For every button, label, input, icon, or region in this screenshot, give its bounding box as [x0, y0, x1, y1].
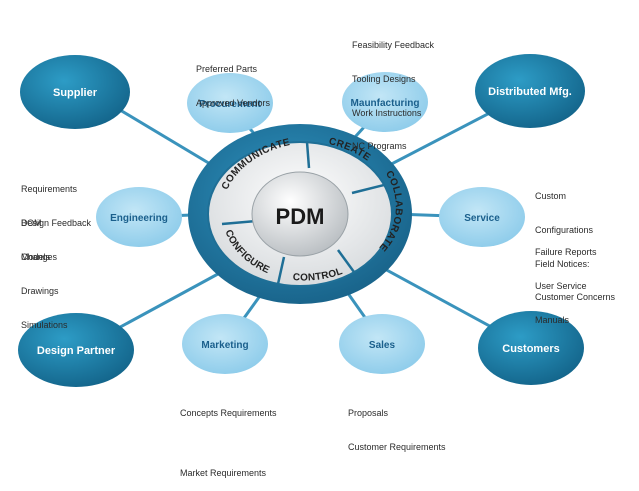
note-procurement: Preferred Parts Approved Vendors: [196, 42, 270, 120]
note-line: Work Instructions: [352, 107, 422, 118]
node-marketing-label: Marketing: [201, 340, 248, 351]
note-line: Configurations: [535, 225, 594, 236]
note-engineering-bom: BOM Changes: [21, 196, 57, 274]
note-manufacturing: Feasibility Feedback Tooling Designs Wor…: [352, 18, 434, 164]
node-distributed-mfg-label: Distributed Mfg.: [488, 86, 572, 98]
note-line: Failure Reports: [535, 247, 597, 258]
note-service-failure: Failure Reports User Service Manuals: [535, 225, 597, 337]
note-line: Simulations: [21, 319, 68, 330]
note-line: Concepts Requirements: [180, 408, 277, 419]
node-distributed-mfg: Distributed Mfg.: [475, 54, 585, 128]
node-procurement-label: Procurement: [199, 99, 261, 110]
note-line: Customer Concerns: [535, 292, 616, 303]
note-sales: Proposals Customer Requirements: [348, 386, 446, 464]
node-design-partner: Design Partner: [18, 313, 134, 387]
node-customers-label: Customers: [502, 343, 559, 355]
hub-label: PDM: [276, 204, 325, 229]
note-marketing: Concepts Requirements Market Requirement…: [180, 386, 277, 491]
node-sales: Sales: [339, 314, 425, 374]
note-engineering-models: Models Drawings Simulations: [21, 230, 68, 342]
hub-core: [251, 171, 349, 257]
node-manufacturing: Maunfacturing: [342, 72, 428, 132]
pdm-hub: PDM: [188, 124, 412, 304]
node-marketing: Marketing: [182, 314, 268, 374]
note-line: [180, 442, 277, 446]
note-line: NC Programs: [352, 141, 407, 152]
node-supplier-label: Supplier: [53, 87, 98, 99]
node-engineering-label: Engineering: [110, 213, 168, 224]
note-line: Feasibility Feedback: [352, 40, 435, 51]
note-line: Proposals: [348, 408, 389, 419]
note-line: User Service: [535, 281, 587, 292]
node-supplier: Supplier: [20, 55, 130, 129]
node-sales-label: Sales: [369, 340, 396, 351]
node-procurement: Procurement: [187, 73, 273, 133]
note-line: Custom: [535, 191, 567, 202]
note-line: Drawings: [21, 286, 59, 297]
note-line: Design Feedback: [21, 218, 92, 229]
note-line: Customer Requirements: [348, 442, 446, 453]
node-design-partner-label: Design Partner: [37, 345, 116, 357]
note-line: Tooling Designs: [352, 74, 416, 85]
note-line: Preferred Parts: [196, 64, 258, 75]
note-line: Models: [21, 252, 51, 263]
node-manufacturing-label: Maunfacturing: [351, 98, 420, 109]
note-engineering-requirements: Requirements Design Feedback: [21, 162, 91, 240]
node-service-label: Service: [464, 213, 500, 224]
note-line: BOM: [21, 218, 42, 229]
node-service: Service: [439, 187, 525, 247]
note-line: Manuals: [535, 314, 570, 325]
note-line: Requirements: [21, 184, 78, 195]
node-engineering: Engineering: [96, 187, 182, 247]
note-service-configurations: Custom Configurations Field Notices: Cus…: [535, 169, 615, 315]
node-customers: Customers: [478, 311, 584, 385]
pdm-diagram: PDM COMMUNICATE CREATE COLLABORATE CONTR…: [18, 18, 615, 478]
note-line: Field Notices:: [535, 258, 590, 269]
note-line: Market Requirements: [180, 468, 267, 479]
note-line: Approved Vendors: [196, 98, 271, 109]
note-line: Changes: [21, 252, 58, 263]
diagram-canvas: PDM COMMUNICATE CREATE COLLABORATE CONTR…: [18, 54, 585, 387]
